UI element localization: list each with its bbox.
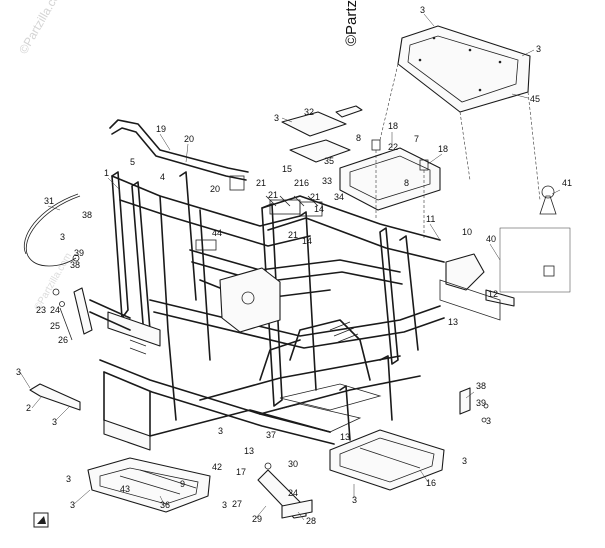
callout-label: 45	[530, 94, 540, 104]
front-skid-plate	[87, 457, 211, 513]
callout-label: 21	[310, 192, 320, 202]
bracket-2	[29, 383, 81, 411]
callout-label: 7	[414, 134, 419, 144]
callout-label: 19	[156, 124, 166, 134]
callout-label: 21	[256, 178, 266, 188]
callout-label: 3	[420, 5, 425, 15]
latch-assembly-right	[439, 185, 571, 321]
callout-label: 38	[82, 210, 92, 220]
callout-label: 3	[66, 474, 71, 484]
callout-label: 3	[486, 416, 491, 426]
callout-label: 20	[210, 184, 220, 194]
callout-label: 34	[334, 192, 344, 202]
leader-lines	[19, 13, 561, 521]
callout-label: 27	[232, 499, 242, 509]
callout-label: 18	[388, 121, 398, 131]
callout-label: 3	[536, 44, 541, 54]
callout-label: 38	[476, 381, 486, 391]
callout-label: 1	[104, 168, 109, 178]
callout-label: 21	[294, 178, 304, 188]
callout-label: 3	[70, 500, 75, 510]
callout-label: 31	[44, 196, 54, 206]
corner-badge	[33, 512, 49, 528]
callout-label: 3	[352, 495, 357, 505]
callout-label: 6	[304, 178, 309, 188]
callout-label: 11	[426, 214, 435, 224]
callout-label: 18	[438, 144, 448, 154]
pedal-assembly-left	[52, 287, 93, 341]
callout-label: 44	[212, 228, 222, 238]
callout-label: 26	[58, 335, 68, 345]
callout-label: 36	[160, 500, 170, 510]
callout-label: 12	[488, 289, 498, 299]
rear-skid-plate	[329, 429, 445, 491]
callout-label: 2	[26, 403, 31, 413]
callout-label: 24	[50, 305, 60, 315]
watermark-faint: ©Partzilla.com	[16, 0, 67, 56]
callout-label: 3	[60, 232, 65, 242]
floor-panel-45	[379, 25, 541, 201]
callout-label: 37	[266, 430, 276, 440]
callout-label: 32	[304, 107, 314, 117]
callout-label: 13	[340, 432, 350, 442]
callout-label: 10	[462, 227, 472, 237]
callout-label: 3	[52, 417, 57, 427]
callout-label: 29	[252, 514, 262, 524]
callout-label: 13	[448, 317, 458, 327]
main-frame	[89, 119, 445, 451]
callout-label: 3	[218, 426, 223, 436]
callout-label: 14	[314, 204, 324, 214]
callout-label: 33	[322, 176, 332, 186]
callout-label: 13	[244, 446, 254, 456]
callout-label: 3	[222, 500, 227, 510]
callout-label: 4	[160, 172, 165, 182]
callout-label: 3	[16, 367, 21, 377]
callout-label: 40	[486, 234, 496, 244]
callout-label: 15	[282, 164, 292, 174]
callout-label: 30	[288, 459, 298, 469]
callout-label: 39	[74, 248, 84, 258]
callout-label: 42	[212, 462, 222, 472]
seat-bracket-assembly	[339, 139, 441, 240]
callout-label: 5	[130, 157, 135, 167]
callout-labels: 3 3 45 32 3 35 18 8 22 7 18 8 19 20 1 5 …	[16, 5, 572, 526]
callout-label: 35	[324, 156, 334, 166]
cable-31	[24, 193, 81, 267]
callout-label: 22	[388, 142, 398, 152]
watermark-faint-2: ©Partzilla.com	[32, 251, 74, 312]
callout-label: 16	[426, 478, 436, 488]
callout-label: 3	[274, 113, 279, 123]
callout-label: 23	[36, 305, 46, 315]
callout-label: 9	[180, 479, 185, 489]
callout-label: 39	[476, 398, 486, 408]
callout-label: 8	[356, 133, 361, 143]
callout-label: 17	[236, 467, 246, 477]
callout-label: 3	[462, 456, 467, 466]
callout-label: 38	[70, 260, 80, 270]
callout-label: 14	[302, 236, 312, 246]
seat-plates	[281, 105, 363, 163]
bracket-38-39-right	[459, 387, 489, 423]
callout-label: 20	[184, 134, 194, 144]
callout-label: 24	[288, 488, 298, 498]
callout-label: 25	[50, 321, 60, 331]
watermark-main: ©Partzilla.com	[343, 0, 360, 46]
callout-label: 43	[120, 484, 130, 494]
callout-label: 8	[404, 178, 409, 188]
callout-label: 41	[562, 178, 572, 188]
callout-label: 21	[268, 190, 278, 200]
brake-pedal-assembly	[257, 462, 313, 519]
callout-label: 28	[306, 516, 316, 526]
callout-label: 21	[288, 230, 298, 240]
